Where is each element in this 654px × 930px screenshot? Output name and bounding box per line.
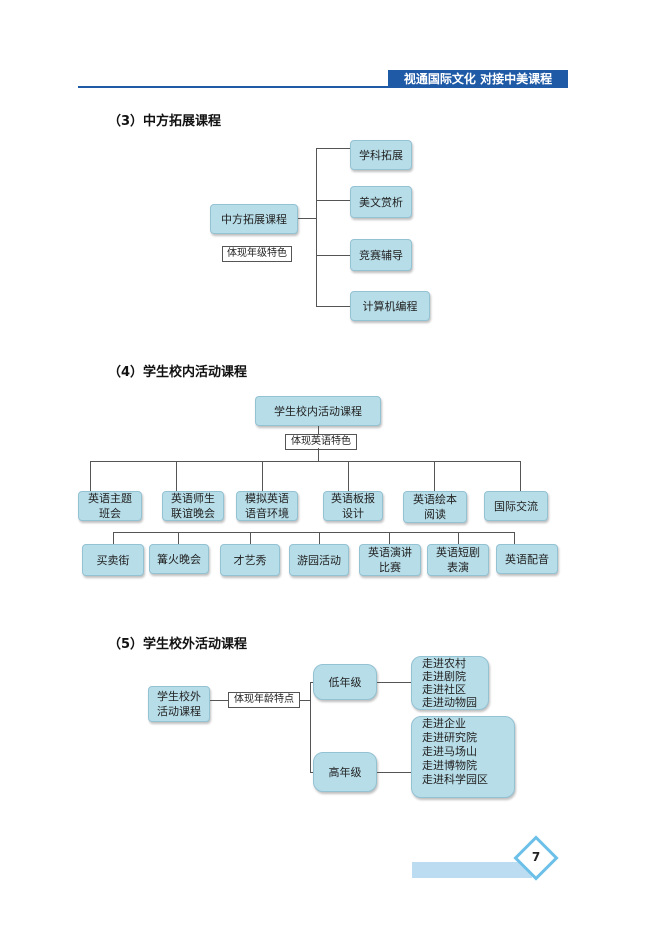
section-5-title: （5）学生校外活动课程 <box>108 637 248 652</box>
s5-low-grade-node: 低年级 <box>313 664 377 700</box>
s4-top-node: 英语绘本 阅读 <box>403 491 467 523</box>
s4-connector <box>389 532 390 544</box>
s4-bottom-node: 英语配音 <box>496 544 558 574</box>
s5-low-item: 走进农村 <box>422 657 466 670</box>
header-rule <box>78 86 568 88</box>
s5-high-item: 走进马场山 <box>422 745 477 758</box>
s3-connector <box>316 200 350 201</box>
s5-high-activities: 走进企业 走进研究院 走进马场山 走进博物院 走进科学园区 <box>411 716 515 798</box>
s5-connector <box>310 682 313 683</box>
s4-top-node: 英语主题 班会 <box>78 491 142 521</box>
header-title: 视通国际文化 对接中美课程 <box>388 70 568 88</box>
s4-top-node: 英语板报 设计 <box>323 491 383 521</box>
s4-top-node: 模拟英语 语音环境 <box>236 491 298 521</box>
s4-connector <box>176 461 177 491</box>
section-3-title: （3）中方拓展课程 <box>108 114 222 129</box>
s5-low-item: 走进社区 <box>422 683 466 696</box>
s4-connector <box>318 426 319 434</box>
s4-connector <box>319 532 320 544</box>
s4-connector <box>514 532 515 544</box>
s4-root-tag: 体现英语特色 <box>285 434 357 450</box>
s3-connector <box>316 148 317 306</box>
s5-connector <box>300 700 310 701</box>
s4-connector <box>458 532 459 544</box>
s3-root-tag: 体现年级特色 <box>222 246 292 262</box>
s4-connector <box>348 461 349 491</box>
s3-connector <box>298 218 316 219</box>
s4-top-node: 国际交流 <box>484 491 548 521</box>
s4-connector <box>434 461 435 491</box>
s3-node: 计算机编程 <box>350 291 430 321</box>
s5-connector <box>310 772 313 773</box>
s4-connector <box>178 532 179 544</box>
s4-top-node: 英语师生 联谊晚会 <box>162 491 224 521</box>
s3-connector <box>316 306 350 307</box>
section-4-title: （4）学生校内活动课程 <box>108 365 248 380</box>
page-number: 7 <box>531 850 541 864</box>
s4-connector <box>262 461 263 491</box>
s5-high-item: 走进企业 <box>422 717 466 730</box>
s3-connector <box>316 255 350 256</box>
s5-low-item: 走进剧院 <box>422 670 466 683</box>
s4-connector <box>90 461 91 491</box>
s4-bottom-node: 游园活动 <box>289 544 349 576</box>
s4-bottom-node: 英语短剧 表演 <box>427 544 489 576</box>
s4-bottom-node: 英语演讲 比赛 <box>359 544 421 576</box>
s3-root-node: 中方拓展课程 <box>210 204 298 234</box>
s5-high-grade-node: 高年级 <box>313 752 377 792</box>
s5-high-item: 走进科学园区 <box>422 773 488 786</box>
s4-bottom-node: 买卖街 <box>82 544 144 576</box>
s5-connector <box>377 682 411 683</box>
s4-connector <box>520 461 521 491</box>
s4-root-node: 学生校内活动课程 <box>255 396 381 426</box>
s4-connector <box>113 532 514 533</box>
s5-high-item: 走进博物院 <box>422 759 477 772</box>
s4-bottom-node: 篝火晚会 <box>149 544 209 574</box>
s4-connector <box>250 532 251 544</box>
s5-low-item: 走进动物园 <box>422 696 477 709</box>
s3-connector <box>316 148 350 149</box>
s3-node: 竞赛辅导 <box>350 239 412 271</box>
s4-connector <box>113 532 114 544</box>
s5-root-node: 学生校外 活动课程 <box>148 686 210 722</box>
s4-bottom-node: 才艺秀 <box>220 544 280 576</box>
s5-connector <box>210 700 228 701</box>
s3-node: 学科拓展 <box>350 140 412 170</box>
footer-bar <box>412 862 532 878</box>
s5-root-tag: 体现年龄特点 <box>228 692 300 708</box>
s5-low-activities: 走进农村 走进剧院 走进社区 走进动物园 <box>411 656 489 710</box>
s5-connector <box>310 682 311 772</box>
s3-node: 美文赏析 <box>350 186 412 218</box>
s5-high-item: 走进研究院 <box>422 731 477 744</box>
s5-connector <box>377 772 411 773</box>
s4-connector <box>90 461 520 462</box>
s4-connector <box>318 448 319 461</box>
